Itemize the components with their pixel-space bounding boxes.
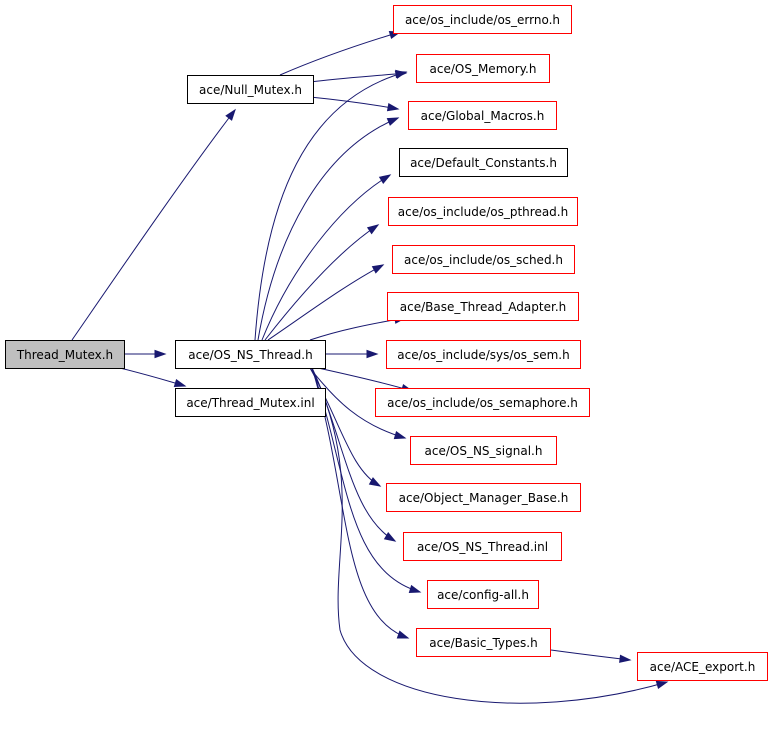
edge-basic_types-to-ace_export — [550, 649, 631, 661]
edge-os_ns_thread-to-default_constants — [261, 174, 391, 341]
node-default-constants-h[interactable]: ace/Default_Constants.h — [399, 148, 568, 177]
node-os-sched-h[interactable]: ace/os_include/os_sched.h — [392, 245, 575, 274]
arrowhead-thread_mutex_inl — [173, 378, 187, 388]
node-null-mutex-h[interactable]: ace/Null_Mutex.h — [187, 75, 314, 104]
edge-os_ns_thread-to-base_thread_adapter — [309, 317, 406, 341]
edge-os_ns_thread-to-global_macros — [257, 117, 399, 341]
arrowhead-basic_types — [396, 630, 410, 639]
node-os-memory-h[interactable]: ace/OS_Memory.h — [416, 54, 550, 83]
edge-null_mutex-to-os_memory — [309, 72, 407, 83]
arrowhead-ace_export — [619, 654, 632, 663]
node-os-ns-thread-h[interactable]: ace/OS_NS_Thread.h — [175, 340, 326, 369]
arrowhead-os_ns_thread — [154, 349, 167, 359]
graph-edges — [71, 30, 669, 704]
edge-null_mutex-to-global_macros — [309, 96, 399, 110]
edge-os_ns_thread-to-object_manager_base — [309, 367, 381, 487]
node-thread-mutex-inl[interactable]: ace/Thread_Mutex.inl — [175, 388, 326, 417]
node-ace-export-h[interactable]: ace/ACE_export.h — [637, 652, 768, 681]
node-base-thread-adapter-h[interactable]: ace/Base_Thread_Adapter.h — [387, 292, 579, 321]
edge-os_ns_thread-to-os_ns_signal — [309, 367, 406, 439]
edge-os_ns_thread-to-os_pthread — [264, 224, 379, 341]
arrowhead-os_sched — [371, 264, 385, 274]
arrowhead-os_ns_signal — [393, 430, 407, 440]
edge-os_ns_thread-to-os_memory — [254, 71, 407, 341]
arrowhead-global_macros — [386, 103, 400, 112]
arrowhead-null_mutex — [225, 108, 236, 121]
arrowhead-ace_export — [655, 680, 669, 689]
edge-thread_mutex-to-null_mutex — [71, 109, 236, 341]
arrowhead-config_all — [408, 584, 422, 593]
arrowhead-default_constants — [378, 174, 392, 185]
node-config-all-h[interactable]: ace/config-all.h — [427, 580, 539, 609]
edge-os_ns_thread-to-ace_export — [311, 367, 668, 704]
node-global-macros-h[interactable]: ace/Global_Macros.h — [408, 101, 557, 130]
node-os-pthread-h[interactable]: ace/os_include/os_pthread.h — [388, 197, 578, 226]
edge-null_mutex-to-os_errno — [279, 31, 401, 76]
node-os-sem-h[interactable]: ace/os_include/sys/os_sem.h — [386, 340, 581, 369]
node-thread-mutex-h[interactable]: Thread_Mutex.h — [5, 340, 125, 369]
arrowhead-os_sem — [366, 349, 379, 359]
node-basic-types-h[interactable]: ace/Basic_Types.h — [416, 628, 551, 657]
arrowhead-os_pthread — [366, 224, 380, 235]
node-os-semaphore-h[interactable]: ace/os_include/os_semaphore.h — [375, 388, 590, 417]
arrowhead-global_macros — [386, 117, 400, 126]
arrowhead-os_ns_thread_inl — [383, 531, 397, 542]
arrowhead-object_manager_base — [368, 477, 382, 487]
node-os-ns-signal-h[interactable]: ace/OS_NS_signal.h — [410, 436, 557, 465]
arrowhead-os_memory — [394, 70, 408, 79]
node-os-ns-thread-inl[interactable]: ace/OS_NS_Thread.inl — [403, 532, 562, 561]
node-object-manager-base-h[interactable]: ace/Object_Manager_Base.h — [386, 483, 581, 512]
edge-os_ns_thread-to-os_sched — [267, 264, 384, 341]
node-os-errno-h[interactable]: ace/os_include/os_errno.h — [393, 5, 572, 34]
